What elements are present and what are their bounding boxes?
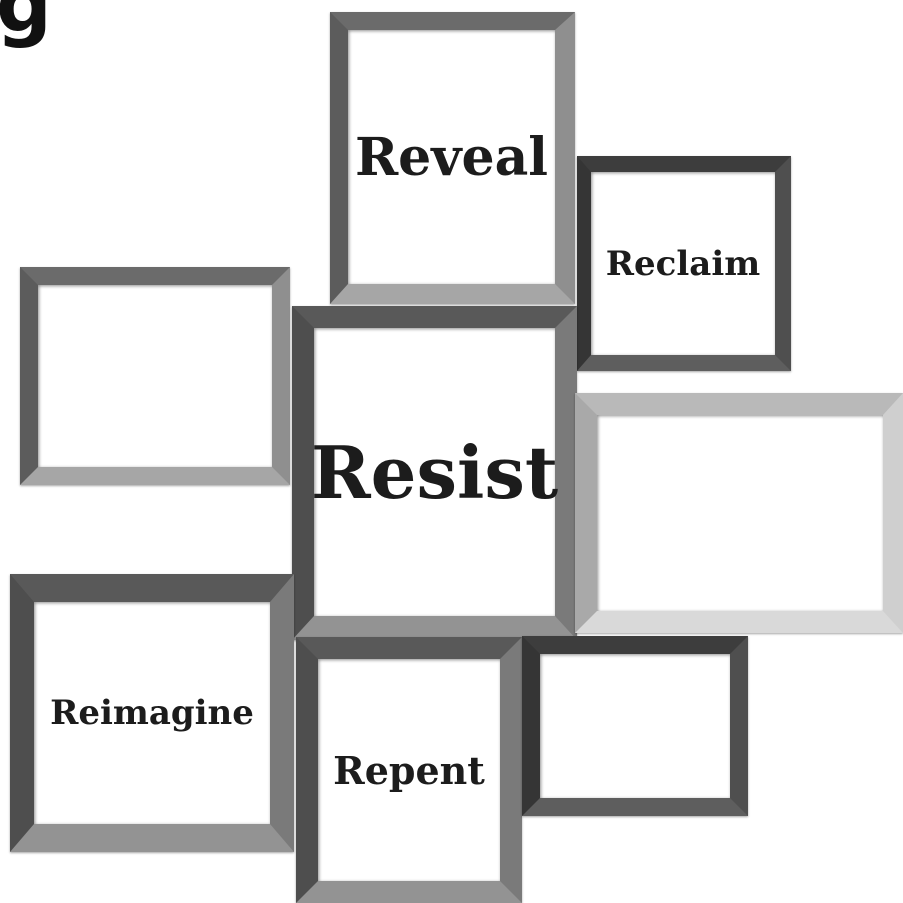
frame-blank-right-inner <box>597 415 883 611</box>
frame-blank-bottom <box>522 636 748 816</box>
frame-blank-left-inner <box>38 285 272 467</box>
frame-reveal-inner: Reveal <box>348 30 555 284</box>
frame-reclaim-inner: Reclaim <box>591 172 775 355</box>
heading-fragment: g <box>0 0 53 44</box>
frame-blank-bottom-inner <box>540 654 730 798</box>
frame-blank-left <box>20 267 290 485</box>
frame-blank-right <box>575 393 903 633</box>
frame-label-reimagine: Reimagine <box>50 693 254 733</box>
frame-label-resist: Resist <box>311 430 558 515</box>
frame-label-reveal: Reveal <box>355 127 548 188</box>
frame-resist: Resist <box>292 306 577 640</box>
frame-label-reclaim: Reclaim <box>606 244 760 284</box>
frame-reimagine: Reimagine <box>10 574 294 852</box>
frame-reclaim: Reclaim <box>577 156 791 371</box>
frame-label-repent: Repent <box>333 748 485 793</box>
frame-reveal: Reveal <box>330 12 575 304</box>
frame-reimagine-inner: Reimagine <box>34 602 270 824</box>
frame-resist-inner: Resist <box>314 328 555 616</box>
frame-repent: Repent <box>296 637 522 903</box>
frame-repent-inner: Repent <box>318 659 500 881</box>
